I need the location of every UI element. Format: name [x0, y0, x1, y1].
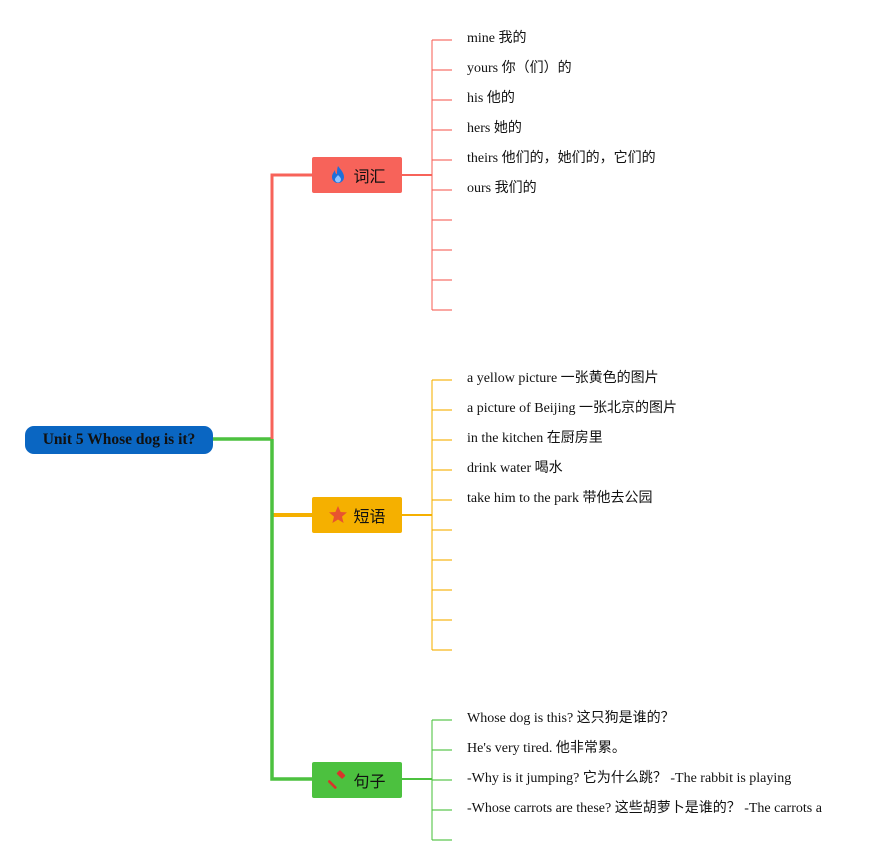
sentences-leaf-item[interactable]: He's very tired. 他非常累。: [467, 741, 626, 756]
branch-sentences[interactable]: 句子: [312, 762, 402, 798]
branch-phrases-label: 短语: [353, 507, 386, 526]
vocab-leaf-item[interactable]: ours 我们的: [467, 181, 537, 196]
sentences-leaf-item[interactable]: -Why is it jumping? 它为什么跳？ -The rabbit i…: [467, 771, 792, 786]
vocab-connector: [270, 173, 313, 439]
sentences-leaf-item[interactable]: Whose dog is this? 这只狗是谁的？: [467, 711, 675, 726]
phrases-leaf-item[interactable]: take him to the park 带他去公园: [467, 491, 653, 506]
branch-vocab[interactable]: 词汇: [312, 157, 402, 193]
root-topic-label: Unit 5 Whose dog is it?: [42, 431, 196, 448]
vocab-leaf-item[interactable]: his 他的: [467, 91, 515, 106]
flame-icon: [328, 165, 348, 185]
vocab-leaf-item[interactable]: yours 你（们）的: [467, 61, 572, 76]
hammer-icon: [328, 770, 348, 790]
root-topic[interactable]: Unit 5 Whose dog is it?: [25, 426, 213, 454]
phrases-leaf-item[interactable]: a picture of Beijing 一张北京的图片: [467, 401, 677, 416]
phrases-leaf-item[interactable]: in the kitchen 在厨房里: [467, 431, 603, 446]
branch-sentences-label: 句子: [353, 772, 386, 791]
sentences-connector: [270, 439, 313, 781]
phrases-leaf-item[interactable]: drink water 喝水: [467, 461, 563, 476]
phrases-leaf-item[interactable]: a yellow picture 一张黄色的图片: [467, 371, 659, 386]
branch-phrases[interactable]: 短语: [312, 497, 402, 533]
branch-vocab-label: 词汇: [353, 167, 386, 186]
vocab-leaf-item[interactable]: theirs 他们的，她们的，它们的: [467, 151, 656, 166]
vocab-leaf-item[interactable]: mine 我的: [467, 31, 527, 46]
sentences-leaf-item[interactable]: -Whose carrots are these? 这些胡萝卜是谁的？ -The…: [467, 801, 822, 816]
vocab-leaf-item[interactable]: hers 她的: [467, 121, 522, 136]
star-icon: [328, 505, 348, 525]
